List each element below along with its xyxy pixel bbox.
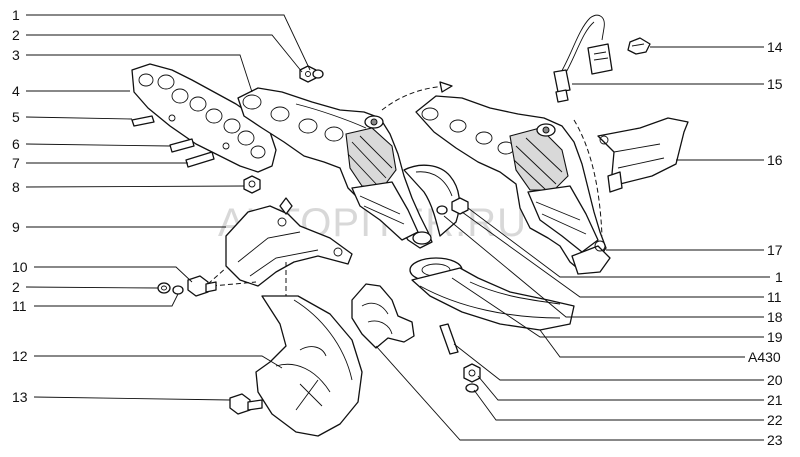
callout-label-20: 20 [767, 372, 783, 388]
callout-label-7: 7 [12, 155, 20, 171]
part-washer-22 [465, 383, 479, 393]
part-washer-2-left [157, 282, 171, 294]
part-washer-1-top [312, 69, 324, 79]
callout-label-4: 4 [12, 83, 20, 99]
part-shield-23 [351, 283, 415, 349]
callout-label-12: 12 [12, 348, 28, 364]
callout-label-22: 22 [767, 412, 783, 428]
part-washer-18 [436, 205, 448, 215]
callout-label-11: 11 [12, 298, 27, 314]
part-nut-11-center [451, 197, 469, 215]
arrow-head [439, 81, 453, 93]
part-stud-6 [169, 138, 195, 153]
callout-label-9: 9 [12, 219, 20, 235]
part-stud-5 [131, 115, 155, 127]
callout-label-10: 10 [12, 259, 28, 275]
callout-label-13: 13 [12, 389, 28, 405]
part-gasket-4 [131, 63, 277, 173]
part-bracket-9 [225, 197, 353, 287]
part-exhaust-manifold-3 [237, 87, 433, 249]
assembly-line-10-9 [207, 267, 227, 285]
callout-label-19: 19 [767, 329, 783, 345]
callout-label-21: 21 [767, 392, 783, 408]
callout-label-1b: 1 [775, 269, 783, 285]
callout-label-17: 17 [767, 242, 783, 258]
part-exhaust-manifold-assembly [415, 95, 611, 275]
callout-label-14: 14 [767, 39, 783, 55]
assembly-line-right [573, 119, 603, 237]
callouts-right: 14 15 16 17 1 11 18 19 A430 20 21 22 23 [375, 39, 783, 448]
callout-label-11b: 11 [767, 289, 782, 305]
callout-label-5: 5 [12, 109, 20, 125]
part-front-pipe-19 [409, 257, 575, 331]
part-heat-shield-12 [255, 295, 363, 437]
callout-label-8: 8 [12, 179, 20, 195]
callout-label-3: 3 [12, 47, 20, 63]
callout-label-6: 6 [12, 136, 20, 152]
assembly-line-10-bracket [211, 281, 257, 287]
part-bolt-13 [229, 393, 263, 415]
part-bolt-10 [187, 275, 217, 297]
callout-label-18: 18 [767, 309, 783, 325]
part-nut-21 [463, 363, 481, 383]
part-nut-8 [243, 175, 261, 194]
callout-label-23: 23 [767, 432, 783, 448]
callout-label-2b: 2 [12, 279, 20, 295]
part-washer-11-left [172, 285, 184, 295]
part-oxygen-sensor-15 [553, 14, 613, 103]
callouts-left: 1 2 3 4 5 6 7 8 9 10 2 11 12 13 [12, 7, 311, 405]
part-heat-shield-16 [597, 117, 689, 193]
callout-label-16: 16 [767, 152, 783, 168]
part-stud-20 [439, 323, 459, 355]
callout-label-15: 15 [767, 76, 783, 92]
callout-label-a430: A430 [748, 349, 781, 365]
callout-label-2: 2 [12, 27, 20, 43]
callout-label-1: 1 [12, 7, 20, 23]
part-clip-14 [627, 37, 651, 55]
part-stud-7 [185, 151, 215, 168]
assembly-arrow-top [381, 85, 447, 111]
